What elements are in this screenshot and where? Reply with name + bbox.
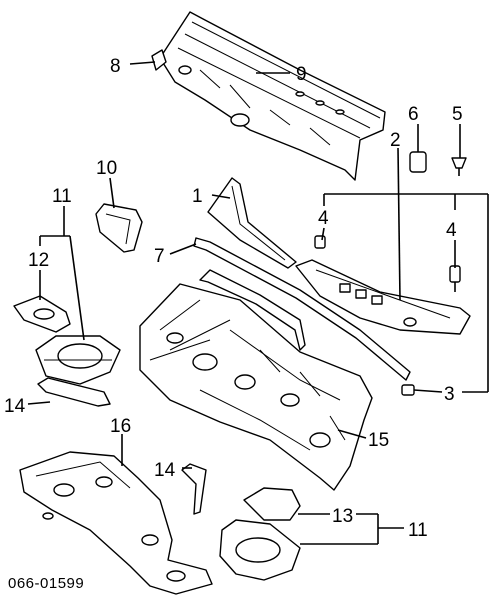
part-7-weatherstrip <box>193 237 411 381</box>
part-5-screw <box>451 157 467 176</box>
callout-15: 15 <box>368 430 389 451</box>
part-13-pad <box>243 487 301 521</box>
callout-11-upper: 11 <box>52 186 72 207</box>
part-2-cowl-vent-panel <box>295 259 471 335</box>
part-3-washer-nozzle <box>199 269 415 396</box>
callout-12: 12 <box>28 250 49 271</box>
callout-10: 10 <box>96 158 117 179</box>
part-9-cowl-top-panel <box>159 11 386 181</box>
callout-7: 7 <box>154 246 165 267</box>
callout-16: 16 <box>110 416 131 437</box>
callout-4-right: 4 <box>446 220 457 241</box>
callout-6: 6 <box>408 104 419 125</box>
part-14-rod-left <box>37 377 111 407</box>
part-15-dash-panel <box>139 283 373 491</box>
callout-9: 9 <box>296 64 307 85</box>
part-4-clip-right <box>449 265 461 292</box>
callout-2: 2 <box>390 130 401 151</box>
part-11-silencer-upper <box>35 335 121 385</box>
part-11-silencer-lower <box>219 519 301 581</box>
callout-14-left: 14 <box>4 396 26 417</box>
part-12-pad <box>13 295 71 333</box>
leader-lines <box>27 61 489 545</box>
part-4-clip-left <box>314 235 326 249</box>
part-6-grommet <box>409 151 427 173</box>
part-8-clip <box>151 49 167 71</box>
part-1-seal <box>207 177 297 269</box>
callout-5: 5 <box>452 104 463 125</box>
part-10-bracket <box>95 203 143 253</box>
callout-8: 8 <box>110 56 121 77</box>
callout-3: 3 <box>444 384 455 405</box>
callout-1: 1 <box>192 186 203 207</box>
callout-11-lower: 11 <box>408 520 428 541</box>
diagram-code: 066-01599 <box>8 575 84 592</box>
part-16-side-panel <box>19 451 213 595</box>
part-14-rod-center <box>181 463 207 515</box>
callout-4-left: 4 <box>318 208 329 229</box>
callout-14-center: 14 <box>154 460 176 481</box>
callout-13: 13 <box>332 506 353 527</box>
